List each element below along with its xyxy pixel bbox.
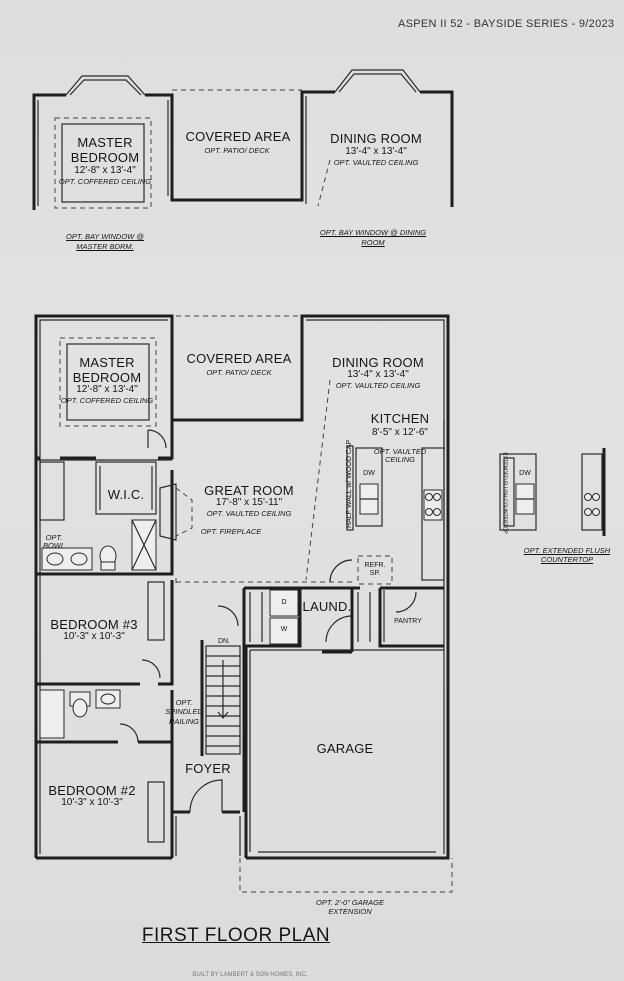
kitchen-opt: OPT. VAULTED CEILING [373,447,427,465]
page-title: FIRST FLOOR PLAN [141,925,331,946]
great-room-dim: 17'-8" x 15'-11" [215,497,283,508]
half-wall-label: HALF WALL w/ WOOD CAP [346,439,354,528]
countertop-detail [499,448,606,536]
wic-label: W.I.C. [107,487,145,502]
alt-plan-walls [32,69,454,210]
fireplace-label: OPT. FIREPLACE [200,527,262,536]
laundry-label: LAUND. [302,599,352,614]
master-bedroom-name: MASTER BEDROOM [72,355,142,385]
alt-dining-opt: OPT. VAULTED CEILING [333,158,419,167]
countertop-dw-label: DW [519,470,531,477]
refr-label: REFR. SP. [364,562,386,578]
great-room-name: GREAT ROOM [204,483,294,498]
dryer-label: D [281,599,287,606]
alt-dining-dim: 13'-4" x 13'-4" [345,146,407,157]
dining-room-opt: OPT. VAULTED CEILING [335,381,421,390]
great-room-opt: OPT. VAULTED CEILING [206,509,292,518]
countertop-note: EXTENDED FLUSH COUNTERTOP [501,452,508,534]
foyer-label: FOYER [185,761,231,776]
opt-bowl-label: OPT. BOWL [42,533,66,551]
railing-label: OPT. SPINDLED RAILING [165,698,203,726]
alt-dining-name: DINING ROOM [330,131,422,146]
garage-extension-label: OPT. 2'-0" GARAGE EXTENSION [315,898,384,917]
pantry-label: PANTRY [394,618,422,625]
kitchen-dw-label: DW [363,470,375,477]
garage-label: GARAGE [316,741,374,756]
countertop-label: OPT. EXTENDED FLUSH COUNTERTOP [523,546,611,565]
dining-room-dim: 13'-4" x 13'-4" [347,369,409,380]
bedroom2-name: BEDROOM #2 [48,783,136,798]
alt-master-opt: OPT. COFFERED CEILING [58,177,152,186]
main-plan-walls [34,314,453,893]
covered-area-opt: OPT. PATIO/ DECK [206,368,272,377]
bedroom2-dim: 10'-3" x 10'-3" [61,797,123,808]
master-bedroom-dim: 12'-8" x 13'-4" [76,384,138,395]
dining-room-name: DINING ROOM [332,355,424,370]
kitchen-dim: 8'-5" x 12'-6" [372,427,428,438]
stairs-dn-label: DN. [217,638,231,645]
alt-master-dim: 12'-8" x 13'-4" [74,165,136,176]
master-bedroom-opt: OPT. COFFERED CEILING [60,396,154,405]
bedroom3-dim: 10'-3" x 10'-3" [63,631,125,642]
kitchen-name: KITCHEN [370,411,430,426]
covered-area-name: COVERED AREA [186,351,292,366]
alt-covered-opt: OPT. PATIO/ DECK [204,146,270,155]
alt-master-name: MASTER BEDROOM [70,135,140,165]
plan-header: ASPEN II 52 - BAYSIDE SERIES - 9/2023 [398,18,615,30]
alt-bay-master: OPT. BAY WINDOW @ MASTER BDRM. [66,232,144,251]
alt-bay-dining: OPT. BAY WINDOW @ DINING ROOM [319,228,427,247]
washer-label: W [280,626,288,633]
bedroom3-name: BEDROOM #3 [50,617,138,632]
footer-credit: BUILT BY LAMBERT & SON HOMES, INC. [192,972,308,978]
alt-covered-name: COVERED AREA [185,129,291,144]
